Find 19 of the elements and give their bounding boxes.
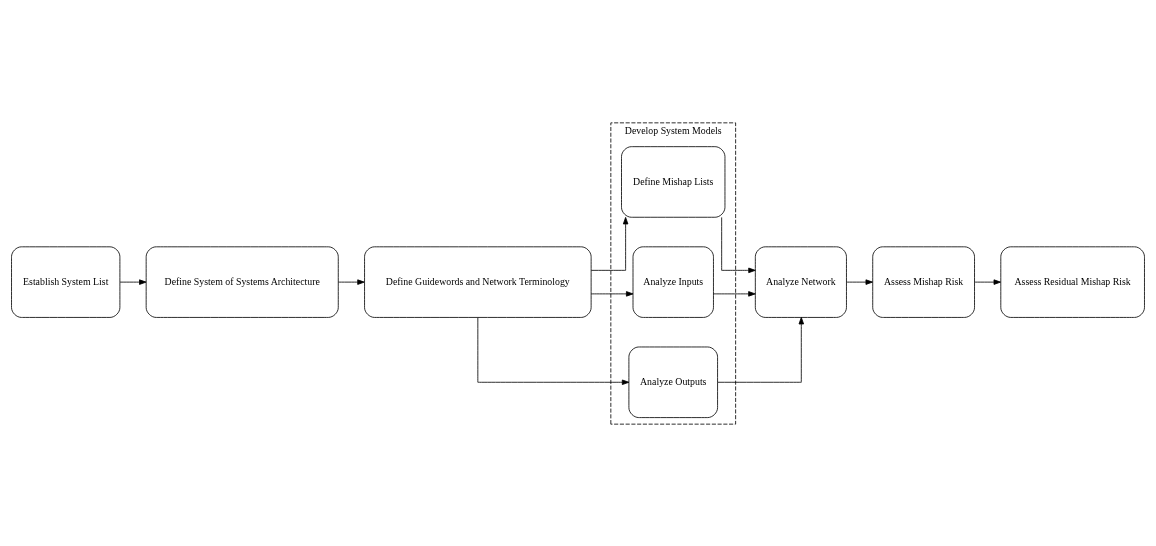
node-box: Assess Mishap Risk <box>872 245 975 318</box>
arrow <box>717 316 804 383</box>
node-box: Define Guidewords and Network Terminology <box>364 245 592 318</box>
arrow <box>119 278 147 285</box>
node-box: Define System of Systems Architecture <box>145 245 339 318</box>
node-box: Analyze Network <box>754 245 847 318</box>
arrow <box>477 316 630 385</box>
arrow <box>974 278 1001 285</box>
arrow <box>590 216 629 271</box>
arrow <box>846 278 873 285</box>
node-box: Define Mishap Lists <box>621 145 726 218</box>
arrow <box>590 290 634 297</box>
arrow <box>721 216 756 273</box>
arrow <box>713 290 756 297</box>
node-box: Establish System List <box>11 245 121 318</box>
node-box: Analyze Inputs <box>632 245 714 318</box>
arrow <box>338 278 365 285</box>
node-box: Assess Residual Mishap Risk <box>1000 245 1145 318</box>
node-box: Analyze Outputs <box>628 346 718 418</box>
